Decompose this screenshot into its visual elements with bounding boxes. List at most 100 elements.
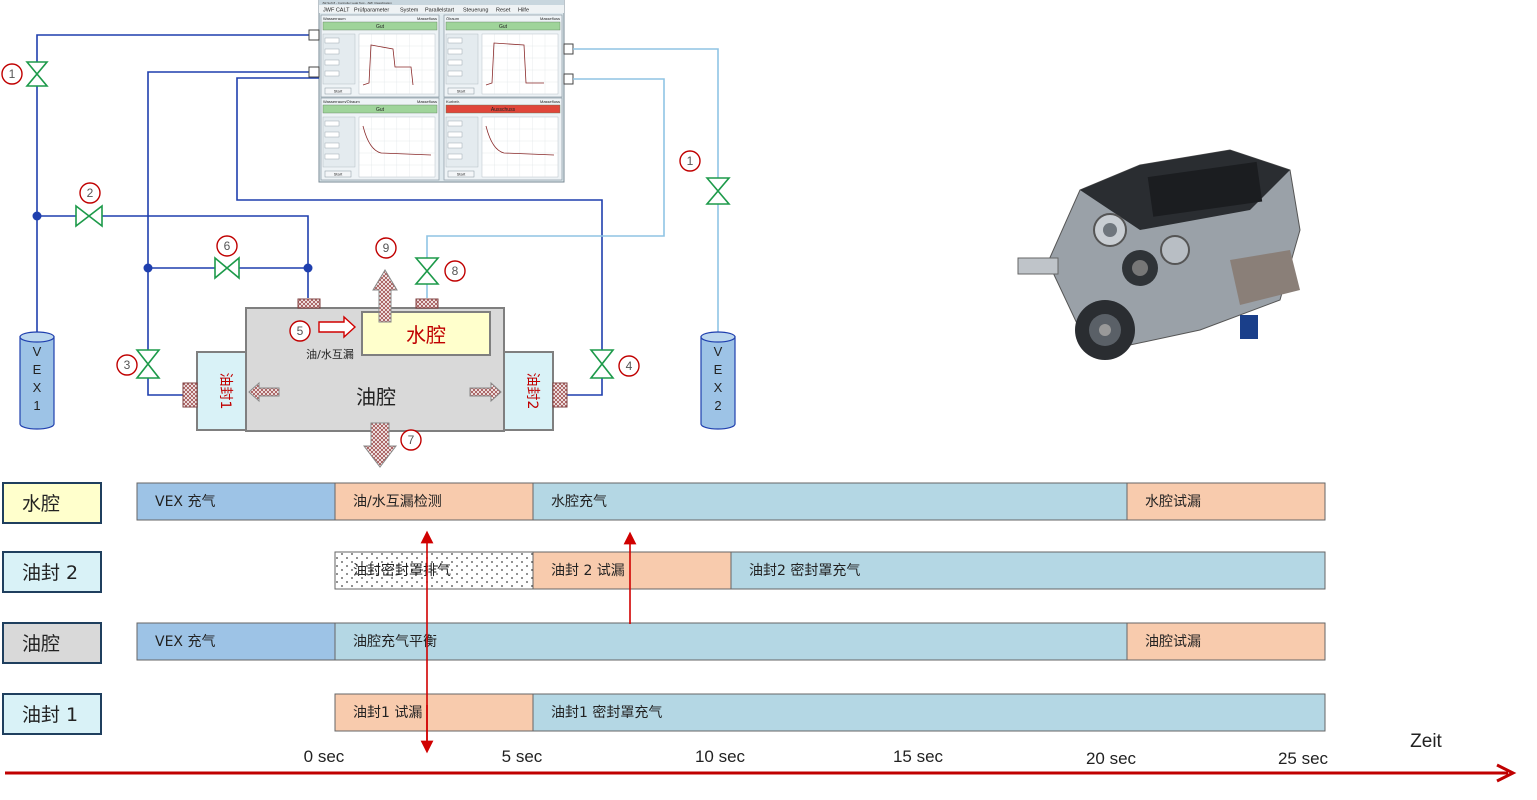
water-chamber-label: 水腔 xyxy=(406,323,446,347)
graph-trace xyxy=(362,125,432,156)
valve-number-markers: 1 2 6 3 4 8 1 5 9 7 xyxy=(1,63,701,451)
flow-number: 5 xyxy=(297,324,304,338)
valve-3 xyxy=(135,349,161,379)
timeline-segment xyxy=(730,551,1326,590)
valve-number: 4 xyxy=(626,359,633,373)
start-button[interactable] xyxy=(324,87,352,95)
start-button[interactable] xyxy=(324,170,352,178)
menu-item[interactable]: Steuerung xyxy=(463,8,488,14)
timeline-segment xyxy=(136,622,336,661)
row-label-box xyxy=(2,551,102,593)
time-tick: 25 sec xyxy=(1278,749,1329,768)
graph-trace xyxy=(362,44,414,86)
engine-photo xyxy=(1012,137,1316,381)
row-label-box xyxy=(2,622,102,664)
time-tick: 10 sec xyxy=(695,747,746,766)
flow-number: 7 xyxy=(408,433,415,447)
menu-item[interactable]: Parallelstart xyxy=(425,8,455,14)
oil-seal-1: 油封1 xyxy=(196,351,247,431)
software-window: JW-Soft 8 - Controller Leak Test - JWF C… xyxy=(318,0,565,183)
panel-mode: Massefluss xyxy=(540,99,560,104)
row-label: 油腔 xyxy=(22,633,60,655)
row-label-box xyxy=(2,482,102,524)
status-text: Ausschuss xyxy=(491,107,516,113)
panel-graph xyxy=(481,116,559,178)
time-tick: 5 sec xyxy=(502,747,543,766)
light-blue-pipes xyxy=(426,48,719,336)
menu-item[interactable]: Hilfe xyxy=(518,8,529,14)
flow-arrows xyxy=(248,269,502,468)
start-button-label: Start xyxy=(457,89,466,94)
valve-number: 3 xyxy=(124,358,131,372)
start-button-label: Start xyxy=(334,89,343,94)
timeline-segment xyxy=(334,482,534,521)
panel-name: Wasserraum xyxy=(323,16,346,21)
valve-6 xyxy=(214,256,240,280)
timeline-segment xyxy=(136,482,336,521)
oil-chamber-label: 油腔 xyxy=(356,385,396,409)
start-button-label: Start xyxy=(334,172,343,177)
timeline-segment xyxy=(334,622,1128,661)
panel-name: Ölraum xyxy=(446,16,460,21)
valve-number: 6 xyxy=(224,239,231,253)
timeline-segment xyxy=(1126,622,1326,661)
valve-2 xyxy=(75,204,103,228)
status-bar xyxy=(322,104,438,114)
segment-label: 水腔充气 xyxy=(551,494,607,510)
panel-mode: Massefluss xyxy=(417,16,437,21)
menu-item[interactable]: System xyxy=(400,8,419,14)
valve-number: 1 xyxy=(687,154,694,168)
oil-seal-2: 油封2 xyxy=(503,351,554,431)
segment-label: 油封1 试漏 xyxy=(353,705,422,721)
valve-number: 2 xyxy=(87,186,94,200)
valve-8 xyxy=(414,257,440,285)
valve-1b xyxy=(705,177,731,205)
start-button[interactable] xyxy=(447,87,475,95)
menu-item[interactable]: Reset xyxy=(496,8,511,14)
panel-mode: Massefluss xyxy=(540,16,560,21)
vex1-tank xyxy=(19,331,55,430)
time-tick: 15 sec xyxy=(893,747,944,766)
oil-seal-1-label: 油封1 xyxy=(217,373,233,410)
row-label: 水腔 xyxy=(22,493,60,515)
start-button[interactable] xyxy=(447,170,475,178)
valves xyxy=(25,61,731,379)
segment-label: 水腔试漏 xyxy=(1145,494,1201,510)
valve-4 xyxy=(589,349,615,379)
status-text: Gut xyxy=(376,24,385,30)
pipe-junctions xyxy=(32,211,313,273)
status-text: Gut xyxy=(376,107,385,113)
row-label-box xyxy=(2,693,102,735)
valve-number: 8 xyxy=(452,264,459,278)
vex2-tank xyxy=(700,331,736,430)
status-bar xyxy=(322,21,438,31)
timeline-segment xyxy=(532,693,1326,732)
panel-mode: Massefluss xyxy=(417,99,437,104)
timeline-markers xyxy=(420,530,637,754)
segment-label: VEX 充气 xyxy=(155,634,215,650)
segment-label: VEX 充气 xyxy=(155,494,215,510)
segment-label: 油/水互漏检测 xyxy=(353,494,442,510)
menu-item[interactable]: Prüfparameter xyxy=(354,8,389,14)
timeline-segment xyxy=(334,551,534,590)
leak-label: 油/水互漏 xyxy=(306,347,354,361)
valve-1 xyxy=(25,61,49,87)
chamber-ports xyxy=(182,298,568,408)
menu-item[interactable]: JWF CALT xyxy=(323,8,350,14)
segment-label: 油腔充气平衡 xyxy=(353,634,437,650)
timeline-segment xyxy=(532,551,732,590)
start-button-label: Start xyxy=(457,172,466,177)
segment-label: 油封密封罩排气 xyxy=(353,562,451,579)
software-menu: JWF CALT Prüfparameter System Parallelst… xyxy=(323,8,529,14)
